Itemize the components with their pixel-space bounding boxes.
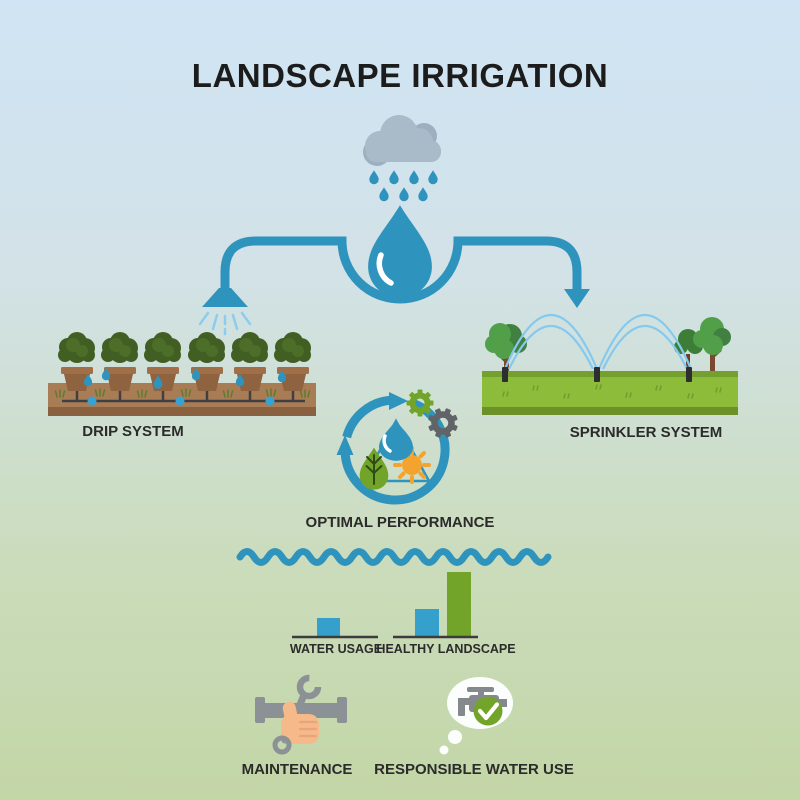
- maintenance-label: MAINTENANCE: [241, 761, 353, 778]
- rain-cloud-icon: [363, 115, 441, 166]
- optimal-performance-icon: [336, 389, 458, 505]
- leaf-drop-icon: [359, 447, 389, 490]
- water-wave: [236, 548, 552, 566]
- maintenance-icon: [255, 674, 347, 755]
- page-title: LANDSCAPE IRRIGATION: [191, 57, 609, 94]
- sprinkler-heads: [502, 367, 692, 382]
- bar-water-usage: [317, 618, 340, 637]
- bar-chart: [292, 572, 478, 639]
- drip-system-label: DRIP SYSTEM: [82, 423, 184, 440]
- optimal-performance-label: OPTIMAL PERFORMANCE: [305, 514, 495, 531]
- gear-icon: [406, 389, 434, 417]
- drip-emitters: [87, 396, 275, 406]
- bar-healthy-blue: [415, 609, 439, 637]
- potted-plants: [58, 332, 311, 391]
- thumbs-up-hand-icon: [281, 701, 319, 744]
- drip-system: [48, 332, 316, 416]
- sprinkler-system: [482, 313, 738, 415]
- check-icon: [473, 696, 503, 726]
- pipe-icon: [255, 697, 347, 723]
- tree: [693, 317, 731, 377]
- healthy-landscape-label: HEALTHY LANDSCAPE: [376, 642, 516, 656]
- water-drop-icon: [368, 205, 432, 298]
- bar-healthy-green: [447, 572, 471, 637]
- water-drop-small-icon: [378, 420, 414, 461]
- spray-lines: [198, 311, 252, 336]
- responsible-water-use-label: RESPONSIBLE WATER USE: [374, 761, 574, 778]
- responsible-water-use-icon: [439, 677, 513, 755]
- ring-fitting-icon: [272, 735, 292, 755]
- water-arcs: [503, 313, 693, 370]
- water-usage-label: WATER USAGE: [289, 642, 383, 656]
- arrow-down-icon: [564, 289, 590, 308]
- gear-icon: [428, 408, 458, 438]
- raindrops: [369, 170, 438, 202]
- sprinkler-system-label: SPRINKLER SYSTEM: [569, 424, 723, 441]
- drip-spray-head-icon: [202, 288, 248, 307]
- flow-arrows: [198, 236, 590, 336]
